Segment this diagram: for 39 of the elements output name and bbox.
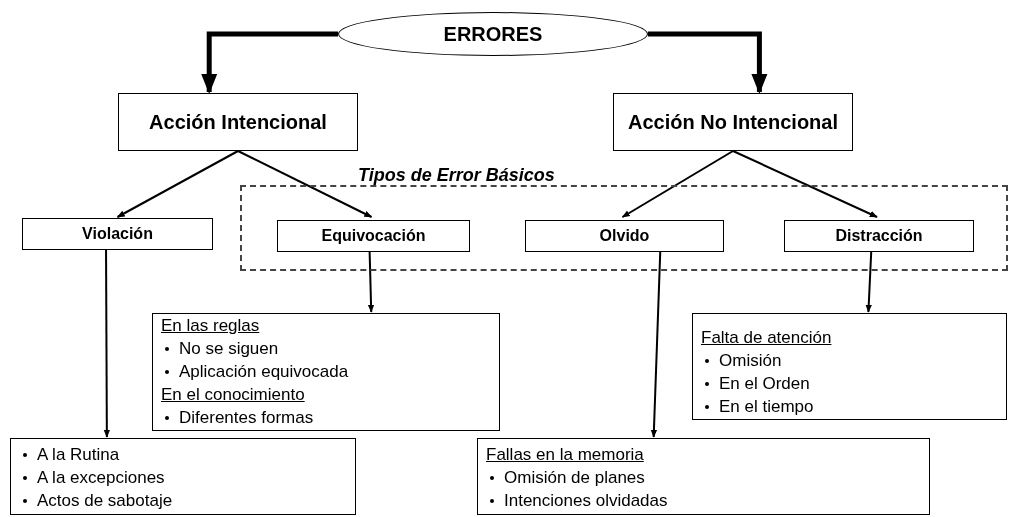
list-item: A la excepciones — [37, 467, 165, 489]
list-item: Intenciones olvidadas — [504, 490, 668, 512]
list-heading: Falta de atención — [701, 327, 833, 349]
list-item: Aplicación equivocada — [179, 361, 349, 383]
list-item: Omisión — [719, 350, 782, 372]
node-label: Acción Intencional — [149, 110, 327, 134]
arrow — [648, 31, 768, 94]
arrow — [201, 31, 338, 94]
list-item: Omisión de planes — [504, 467, 645, 489]
list-item: Diferentes formas — [179, 407, 314, 429]
list-box — [152, 313, 500, 431]
process-box — [613, 93, 853, 151]
node-label: Olvido — [599, 226, 650, 246]
node-label: ERRORES — [443, 22, 543, 46]
process-box — [525, 220, 724, 252]
process-box — [118, 93, 358, 151]
list-heading: Fallas en la memoria — [486, 444, 645, 466]
list-heading: En las reglas — [161, 315, 261, 337]
list-item: A la Rutina — [37, 444, 120, 466]
list-box — [10, 438, 356, 515]
process-box — [277, 220, 470, 252]
list-box — [477, 438, 930, 515]
list-item: En el Orden — [719, 373, 810, 395]
node-label: Violación — [82, 224, 153, 244]
arrow — [237, 150, 373, 218]
arrow — [732, 150, 878, 218]
node-label: Acción No Intencional — [628, 110, 838, 134]
arrow — [116, 150, 239, 218]
list-item: En el tiempo — [719, 396, 814, 418]
list-box — [692, 313, 1007, 420]
process-box — [22, 218, 213, 250]
node-label: Equivocación — [321, 226, 426, 246]
node-label: Distracción — [835, 226, 923, 246]
list-item: No se siguen — [179, 338, 279, 360]
process-box — [784, 220, 974, 252]
arrow — [103, 249, 111, 438]
list-item: Actos de sabotaje — [37, 490, 173, 512]
arrow — [621, 150, 734, 218]
list-heading: En el conocimiento — [161, 384, 306, 406]
